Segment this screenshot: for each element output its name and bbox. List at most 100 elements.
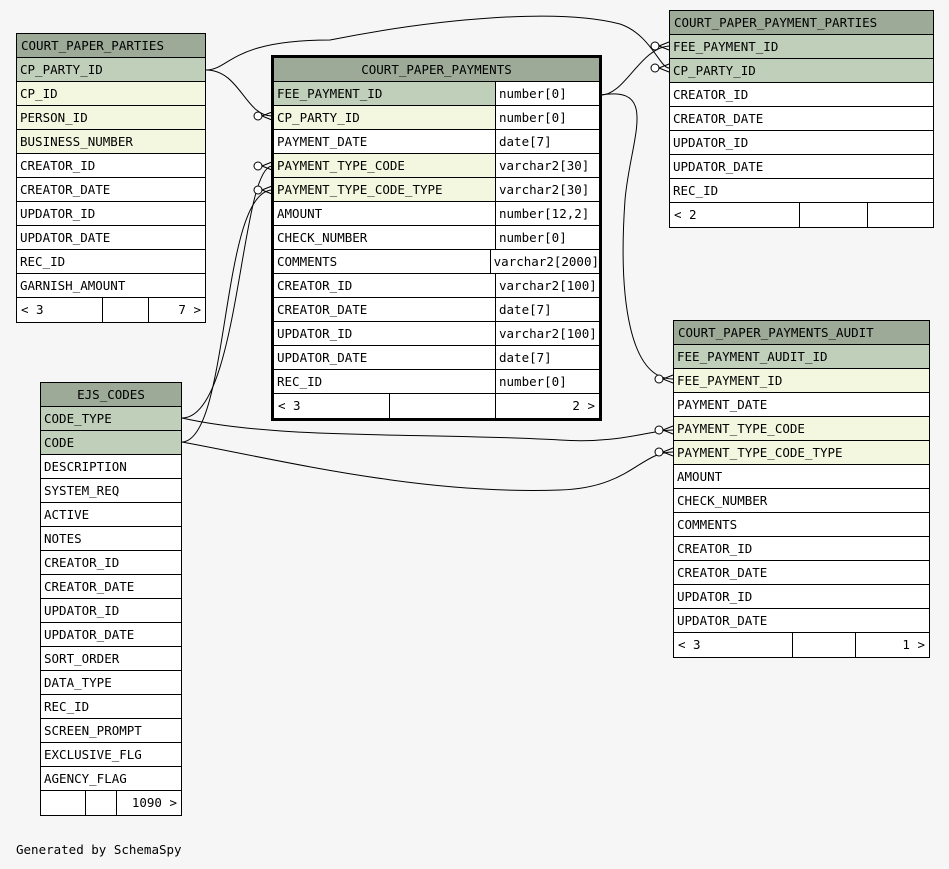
column-row[interactable]: CREATOR_DATE <box>674 561 929 585</box>
link-audit-code-to-ejs <box>181 417 674 442</box>
column-row[interactable]: GARNISH_AMOUNT <box>17 274 205 298</box>
table-ejs-codes[interactable]: EJS_CODES CODE_TYPE CODE DESCRIPTION SYS… <box>40 382 182 816</box>
column-row[interactable]: REC_ID <box>17 250 205 274</box>
column-row[interactable]: SCREEN_PROMPT <box>41 719 181 743</box>
column-row[interactable]: SYSTEM_REQ <box>41 479 181 503</box>
column-row[interactable]: CREATOR_ID <box>674 537 929 561</box>
column-row[interactable]: UPDATOR_ID <box>17 202 205 226</box>
column-row[interactable]: UPDATOR_DATE <box>670 155 933 179</box>
parents-count-link[interactable]: < 2 <box>674 207 697 222</box>
column-name: PAYMENT_TYPE_CODE <box>274 154 495 177</box>
table-title[interactable]: COURT_PAPER_PAYMENT_PARTIES <box>670 11 933 35</box>
table-court-paper-payments-audit[interactable]: COURT_PAPER_PAYMENTS_AUDIT FEE_PAYMENT_A… <box>673 320 930 658</box>
table-court-paper-parties[interactable]: COURT_PAPER_PARTIES CP_PARTY_ID CP_ID PE… <box>16 33 206 323</box>
column-name: AMOUNT <box>274 202 495 225</box>
children-count-link[interactable] <box>867 203 933 227</box>
column-name: CHECK_NUMBER <box>274 226 495 249</box>
column-row[interactable]: UPDATOR_DATE <box>41 623 181 647</box>
column-name: FEE_PAYMENT_ID <box>677 373 783 388</box>
column-name: FEE_PAYMENT_ID <box>673 39 779 54</box>
column-row[interactable]: CREATOR_DATE <box>670 107 933 131</box>
table-title[interactable]: COURT_PAPER_PARTIES <box>17 34 205 58</box>
column-row[interactable]: COMMENTS <box>674 513 929 537</box>
children-count-link[interactable]: 2 > <box>495 394 599 418</box>
table-footer: < 3 7 > <box>17 298 205 322</box>
column-name: BUSINESS_NUMBER <box>20 134 133 149</box>
column-type: date[7] <box>495 346 599 369</box>
column-row[interactable]: CREATOR_DATE <box>41 575 181 599</box>
column-row[interactable]: AMOUNT <box>674 465 929 489</box>
column-row[interactable]: CODE_TYPE <box>41 407 181 431</box>
children-count-link[interactable]: 7 > <box>148 298 205 322</box>
column-row[interactable]: SORT_ORDER <box>41 647 181 671</box>
column-row[interactable]: CREATOR_ID <box>17 154 205 178</box>
parents-count-link[interactable]: < 3 <box>21 302 44 317</box>
column-type: varchar2[30] <box>495 154 599 177</box>
column-name: REC_ID <box>673 183 719 198</box>
column-name: CHECK_NUMBER <box>677 493 768 508</box>
column-row[interactable]: FEE_PAYMENT_ID <box>670 35 933 59</box>
table-title[interactable]: EJS_CODES <box>41 383 181 407</box>
column-row[interactable]: CREATOR_ID <box>41 551 181 575</box>
column-row[interactable]: CREATOR_DATE <box>17 178 205 202</box>
crowfoot-audit-code <box>662 425 674 435</box>
column-row[interactable]: CHECK_NUMBER <box>674 489 929 513</box>
column-row[interactable]: DESCRIPTION <box>41 455 181 479</box>
column-row[interactable]: NOTES <box>41 527 181 551</box>
column-name: REC_ID <box>274 370 495 393</box>
table-court-paper-payment-parties[interactable]: COURT_PAPER_PAYMENT_PARTIES FEE_PAYMENT_… <box>669 10 934 228</box>
column-row[interactable]: UPDATOR_ID <box>674 585 929 609</box>
column-row[interactable]: REC_ID <box>670 179 933 203</box>
column-name: DATA_TYPE <box>44 675 112 690</box>
table-title[interactable]: COURT_PAPER_PAYMENTS_AUDIT <box>674 321 929 345</box>
children-count-link[interactable]: 1 > <box>855 633 929 657</box>
column-row[interactable]: FEE_PAYMENT_ID <box>674 369 929 393</box>
column-row[interactable]: UPDATOR_DATE <box>674 609 929 633</box>
column-row[interactable]: PAYMENT_TYPE_CODE_TYPE <box>674 441 929 465</box>
column-row[interactable]: CP_ID <box>17 82 205 106</box>
children-count-link[interactable]: 1090 > <box>116 791 181 815</box>
column-row[interactable]: PAYMENT_DATE <box>674 393 929 417</box>
column-row[interactable]: UPDATOR_ID <box>670 131 933 155</box>
column-row[interactable]: EXCLUSIVE_FLG <box>41 743 181 767</box>
column-row[interactable]: BUSINESS_NUMBER <box>17 130 205 154</box>
parents-count-link[interactable] <box>41 791 85 815</box>
column-row[interactable]: CODE <box>41 431 181 455</box>
column-row[interactable]: AGENCY_FLAG <box>41 767 181 791</box>
column-name: SYSTEM_REQ <box>44 483 120 498</box>
column-row[interactable]: REC_ID <box>41 695 181 719</box>
column-row[interactable]: ACTIVE <box>41 503 181 527</box>
column-name: UPDATOR_DATE <box>44 627 135 642</box>
table-title[interactable]: COURT_PAPER_PAYMENTS <box>274 58 599 82</box>
footer-spacer <box>799 203 867 227</box>
crowfoot-audit-fee <box>662 374 674 384</box>
column-row[interactable]: PAYMENT_TYPE_CODE <box>674 417 929 441</box>
parents-count-link[interactable]: < 3 <box>678 637 701 652</box>
column-name: PAYMENT_TYPE_CODE_TYPE <box>677 445 843 460</box>
column-row[interactable]: FEE_PAYMENT_AUDIT_ID <box>674 345 929 369</box>
column-row[interactable]: UPDATOR_DATE <box>17 226 205 250</box>
column-row[interactable]: DATA_TYPE <box>41 671 181 695</box>
column-row[interactable]: CREATOR_ID <box>670 83 933 107</box>
optional-marker <box>654 425 664 435</box>
column-row[interactable]: CP_PARTY_ID <box>17 58 205 82</box>
column-row[interactable]: UPDATOR_ID <box>41 599 181 623</box>
column-row[interactable]: CP_PARTY_ID <box>670 59 933 83</box>
column-name: COMMENTS <box>677 517 738 532</box>
column-row[interactable]: PERSON_ID <box>17 106 205 130</box>
parents-count-link[interactable]: < 3 <box>278 398 301 413</box>
